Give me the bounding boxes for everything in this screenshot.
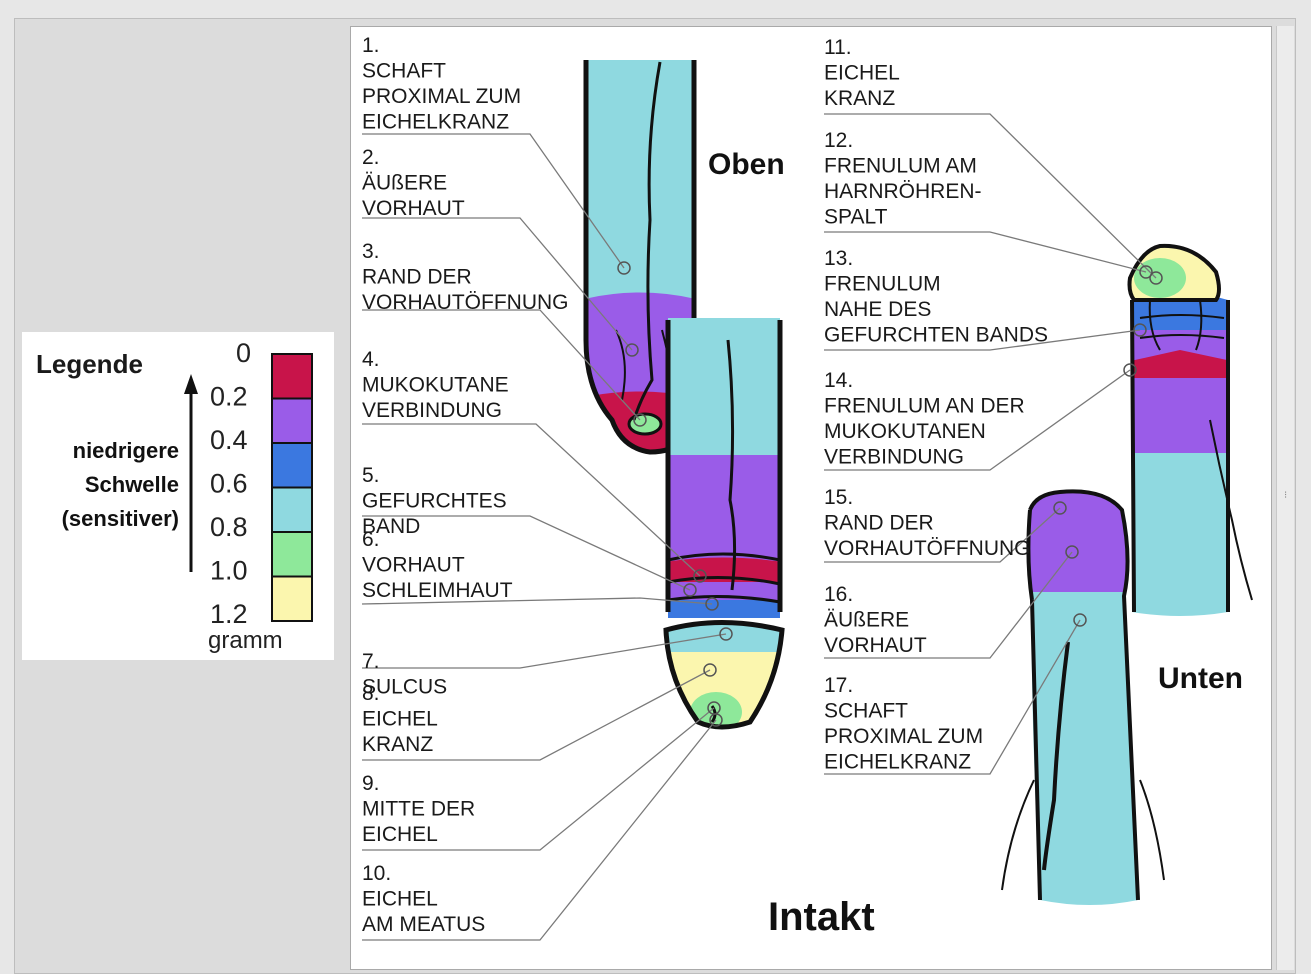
label-text: HARNRÖHREN-: [824, 180, 982, 203]
label-text: EICHEL: [362, 888, 438, 911]
label-text: 11.: [824, 36, 852, 59]
legend: Legende niedrigere Schwelle (sensitiver)…: [36, 338, 312, 654]
view-title-bottom: Unten: [1158, 662, 1243, 695]
label-text: 17.: [824, 674, 853, 697]
label-text: GEFURCHTEN BANDS: [824, 324, 1048, 347]
label-text: FRENULUM: [824, 273, 941, 296]
label-text: GEFURCHTES: [362, 490, 507, 513]
label-text: PROXIMAL ZUM: [824, 725, 983, 748]
label-text: SCHAFT: [824, 700, 908, 723]
legend-scale: [272, 354, 312, 621]
legend-value: 0.6: [210, 469, 248, 499]
label-text: 15.: [824, 486, 853, 509]
view-title-top: Oben: [708, 148, 785, 181]
labels-left: 1.SCHAFTPROXIMAL ZUMEICHELKRANZ2.ÄUßEREV…: [362, 34, 569, 936]
label-text: SCHLEIMHAUT: [362, 579, 513, 602]
label-text: EICHELKRANZ: [824, 751, 971, 774]
label-text: 1.: [362, 34, 380, 57]
label-text: MUKOKUTANEN: [824, 420, 986, 443]
label-text: FRENULUM AN DER: [824, 395, 1025, 418]
label-left-2: 2. ÄUßEREVORHAUT: [362, 146, 465, 220]
label-text: 16.: [824, 583, 853, 606]
label-text: FRENULUM AM: [824, 155, 977, 178]
label-text: SCHAFT: [362, 60, 446, 83]
right-upper-penis-drawing: [1126, 240, 1252, 623]
label-text: EICHEL: [362, 708, 438, 731]
legend-value: 0.2: [210, 382, 248, 412]
label-text: 9.: [362, 772, 380, 795]
label-right-11: 11. EICHELKRANZ: [824, 36, 900, 110]
middle-penis-drawing: [660, 310, 790, 742]
leader-line: [824, 232, 1146, 272]
label-text: 13.: [824, 247, 853, 270]
label-text: MITTE DER: [362, 798, 475, 821]
legend-value: 0.4: [210, 425, 248, 455]
label-text: 12.: [824, 129, 853, 152]
label-text: ÄUßERE: [824, 609, 909, 632]
legend-value: 0.8: [210, 512, 248, 542]
legend-values: 0 0.2 0.4 0.6 0.8 1.0 1.2: [210, 338, 251, 629]
label-text: ÄUßERE: [362, 172, 447, 195]
label-text: VORHAUTÖFFNUNG: [362, 291, 569, 314]
label-text: KRANZ: [362, 733, 433, 756]
label-text: VORHAUT: [362, 197, 465, 220]
label-text: PROXIMAL ZUM: [362, 85, 521, 108]
legend-direction-2: Schwelle: [85, 472, 179, 497]
legend-swatch: [272, 443, 312, 488]
legend-swatch: [272, 399, 312, 444]
label-left-10: 10. EICHELAM MEATUS: [362, 862, 485, 936]
legend-title: Legende: [36, 349, 143, 379]
label-text: 6.: [362, 528, 380, 551]
arrow-up-icon: [184, 374, 198, 394]
legend-value: 1.2: [210, 599, 248, 629]
label-text: AM MEATUS: [362, 913, 485, 936]
label-text: 14.: [824, 369, 853, 392]
legend-swatch: [272, 488, 312, 533]
legend-unit: gramm: [208, 627, 283, 654]
label-text: KRANZ: [824, 87, 895, 110]
legend-swatch: [272, 354, 312, 399]
label-text: NAHE DES: [824, 298, 931, 321]
label-text: VORHAUT: [362, 554, 465, 577]
label-text: RAND DER: [824, 512, 934, 535]
label-text: VERBINDUNG: [362, 399, 502, 422]
diagram-title: Intakt: [768, 895, 875, 939]
label-text: VORHAUT: [824, 634, 927, 657]
label-text: 2.: [362, 146, 380, 169]
label-text: EICHELKRANZ: [362, 111, 509, 134]
label-text: 5.: [362, 464, 380, 487]
label-text: 7.: [362, 650, 380, 673]
legend-value: 1.0: [210, 556, 248, 586]
label-text: 8.: [362, 682, 380, 705]
label-left-5: 5.GEFURCHTESBAND: [362, 464, 507, 538]
label-text: 10.: [362, 862, 391, 885]
label-text: VORHAUTÖFFNUNG: [824, 537, 1031, 560]
label-text: EICHEL: [362, 823, 438, 846]
label-text: MUKOKUTANE: [362, 374, 509, 397]
label-text: 4.: [362, 348, 380, 371]
legend-swatch: [272, 532, 312, 577]
label-text: SPALT: [824, 206, 888, 229]
label-text: RAND DER: [362, 266, 472, 289]
legend-swatch: [272, 577, 312, 622]
label-text: 3.: [362, 240, 380, 263]
legend-direction-3: (sensitiver): [62, 506, 179, 531]
legend-direction-1: niedrigere: [73, 438, 179, 463]
label-text: EICHEL: [824, 62, 900, 85]
legend-value: 0: [236, 338, 251, 368]
label-text: VERBINDUNG: [824, 446, 964, 469]
